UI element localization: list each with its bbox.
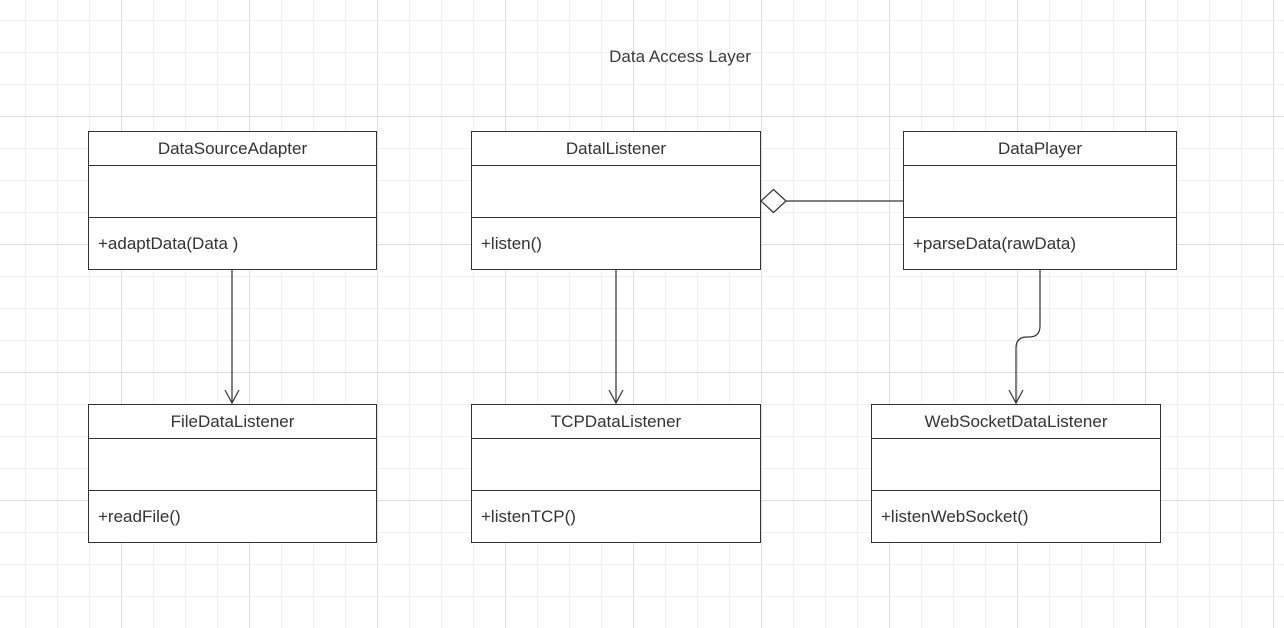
class-methods: +listenWebSocket() <box>881 506 1029 526</box>
class-attributes <box>872 439 1160 491</box>
class-data-source-adapter[interactable]: DataSourceAdapter +adaptData(Data ) <box>88 131 377 270</box>
class-attributes <box>89 439 376 491</box>
class-attributes <box>904 166 1176 218</box>
class-methods: +listenTCP() <box>481 506 576 526</box>
class-data-player[interactable]: DataPlayer +parseData(rawData) <box>903 131 1177 270</box>
class-name: DataPlayer <box>904 132 1176 166</box>
association-listener-to-tcp[interactable] <box>608 269 624 405</box>
class-name: DataSourceAdapter <box>89 132 376 166</box>
association-player-to-websocket[interactable] <box>1008 269 1041 405</box>
class-tcp-data-listener[interactable]: TCPDataListener +listenTCP() <box>471 404 761 543</box>
diagram-title: Data Access Layer <box>609 47 751 66</box>
class-methods: +parseData(rawData) <box>913 233 1076 253</box>
aggregation-diamond-icon <box>760 188 787 214</box>
class-methods: +adaptData(Data ) <box>98 233 239 253</box>
class-name: DatalListener <box>472 132 760 166</box>
class-data-listener[interactable]: DatalListener +listen() <box>471 131 761 270</box>
class-methods: +listen() <box>481 233 542 253</box>
class-name: FileDataListener <box>89 405 376 439</box>
class-websocket-data-listener[interactable]: WebSocketDataListener +listenWebSocket() <box>871 404 1161 543</box>
class-name: TCPDataListener <box>472 405 760 439</box>
class-file-data-listener[interactable]: FileDataListener +readFile() <box>88 404 377 543</box>
class-name: WebSocketDataListener <box>872 405 1160 439</box>
class-attributes <box>472 439 760 491</box>
association-adapter-to-file[interactable] <box>224 269 240 405</box>
aggregation-player-to-listener[interactable] <box>760 188 903 214</box>
class-methods: +readFile() <box>98 506 181 526</box>
class-attributes <box>89 166 376 218</box>
class-attributes <box>472 166 760 218</box>
